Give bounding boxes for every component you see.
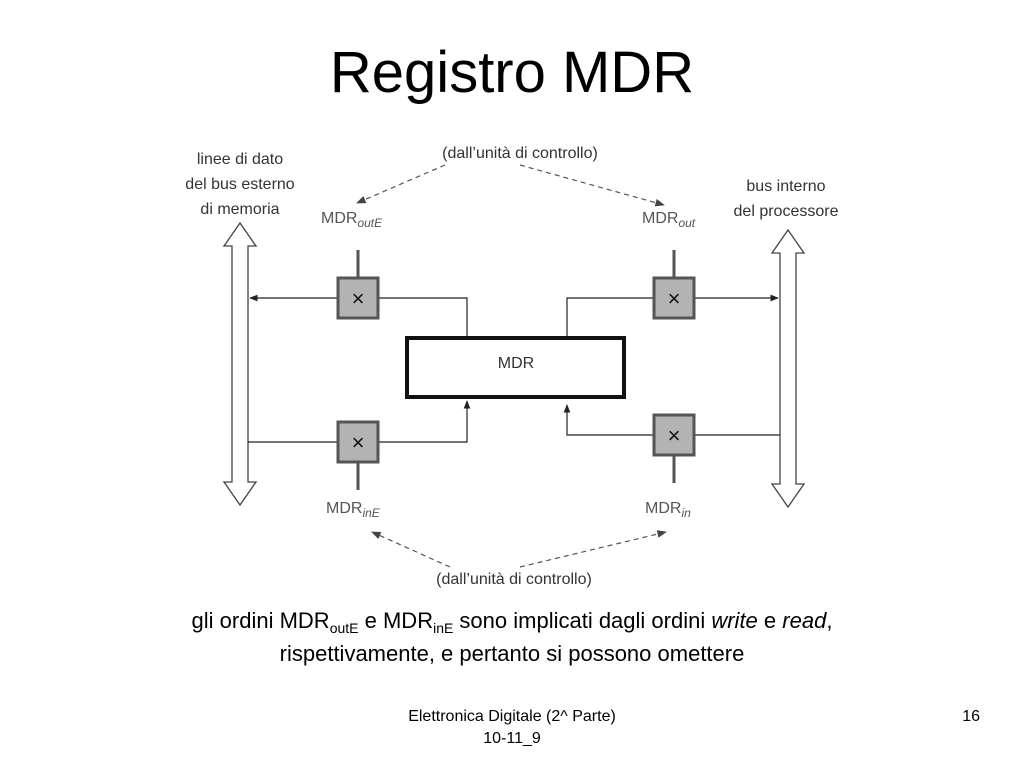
svg-text:linee di dato: linee di dato xyxy=(197,151,283,168)
svg-text:bus interno: bus interno xyxy=(746,178,825,195)
signal-mdr-oute: MDRoutE xyxy=(321,210,383,230)
slide-title: Registro MDR xyxy=(329,40,695,105)
left-bus-label: linee di dato del bus esterno di memoria xyxy=(185,151,295,218)
top-control-arrow-right xyxy=(519,164,665,207)
bottom-control-arrow-left xyxy=(371,531,451,568)
right-bus-label: bus interno del processore xyxy=(734,178,839,220)
switch-mdr-in: × xyxy=(652,413,696,457)
signal-mdr-in: MDRin xyxy=(645,500,691,520)
bottom-control-arrow-right xyxy=(519,530,667,568)
switch-mdr-ine: × xyxy=(336,420,380,464)
top-control-label: (dall’unità di controllo) xyxy=(442,145,598,162)
footer-course: Elettronica Digitale (2^ Parte) 10-11_9 xyxy=(408,708,616,747)
caption: gli ordini MDRoutE e MDRinE sono implica… xyxy=(60,604,964,670)
signal-mdr-out: MDRout xyxy=(642,210,696,230)
internal-bus-arrow xyxy=(770,228,806,509)
svg-text:×: × xyxy=(668,423,681,448)
page-number: 16 xyxy=(962,708,980,725)
svg-text:×: × xyxy=(668,286,681,311)
signal-mdr-ine: MDRinE xyxy=(326,500,381,520)
wire-mdr-to-internal xyxy=(566,297,654,337)
svg-text:del processore: del processore xyxy=(734,203,839,220)
svg-text:×: × xyxy=(352,286,365,311)
svg-text:MDR: MDR xyxy=(498,355,534,372)
external-bus-arrow xyxy=(222,221,258,507)
caption-line-1: gli ordini MDRoutE e MDRinE sono implica… xyxy=(191,608,833,636)
mdr-register: MDR xyxy=(405,336,626,399)
top-control-arrow-left xyxy=(356,164,446,204)
svg-text:×: × xyxy=(352,430,365,455)
switch-mdr-out: × xyxy=(652,276,696,320)
caption-line-2: rispettivamente, e pertanto si possono o… xyxy=(279,641,745,666)
wire-mdr-to-external xyxy=(378,297,468,337)
bottom-control-label: (dall’unità di controllo) xyxy=(436,571,592,588)
mdr-diagram: (dall’unità di controllo) linee di dato … xyxy=(185,145,839,588)
switch-mdr-oute: × xyxy=(336,276,380,320)
svg-text:del bus esterno: del bus esterno xyxy=(185,176,295,193)
svg-text:di memoria: di memoria xyxy=(200,201,279,218)
